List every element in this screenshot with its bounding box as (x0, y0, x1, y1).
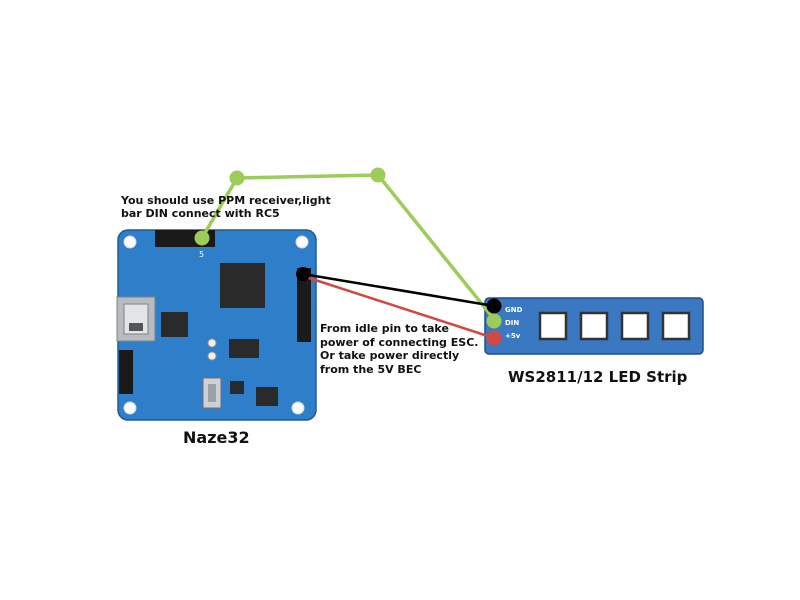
regulator-chip (229, 339, 259, 358)
wires (194, 167, 502, 346)
gnd-pin-dot (486, 298, 502, 314)
side-header (297, 268, 311, 342)
gnd-wire (302, 272, 495, 308)
din-label: DIN (505, 319, 520, 327)
board-power-pin (296, 267, 310, 281)
led-pixel (579, 311, 609, 341)
led-pixel (620, 311, 650, 341)
ppm-note: You should use PPM receiver,light bar DI… (121, 194, 331, 220)
wire-joint (229, 170, 245, 186)
din-pin-dot (486, 313, 502, 329)
sensor-chip (161, 312, 188, 337)
power-note: From idle pin to take power of connectin… (320, 322, 479, 376)
mount-hole (291, 401, 305, 415)
power-pin-dot (486, 330, 502, 346)
led-strip (484, 297, 704, 355)
wire-joint (194, 230, 210, 246)
led (207, 338, 217, 348)
power-wire (302, 274, 495, 340)
pin-label: 5 (199, 250, 205, 259)
power-label: +5v (505, 332, 521, 340)
signal-wire (200, 173, 496, 321)
board-label: Naze32 (183, 428, 250, 447)
gnd-label: GND (505, 306, 523, 314)
mount-hole (123, 401, 137, 415)
mount-hole (295, 235, 309, 249)
led-pixel (538, 311, 568, 341)
wire-joint (370, 167, 386, 183)
led (207, 351, 217, 361)
strip-label: WS2811/12 LED Strip (508, 368, 688, 386)
led-pixel (661, 311, 691, 341)
naze32-board (116, 229, 317, 421)
left-header (119, 350, 133, 394)
mcu-chip (220, 263, 265, 308)
mount-hole (123, 235, 137, 249)
